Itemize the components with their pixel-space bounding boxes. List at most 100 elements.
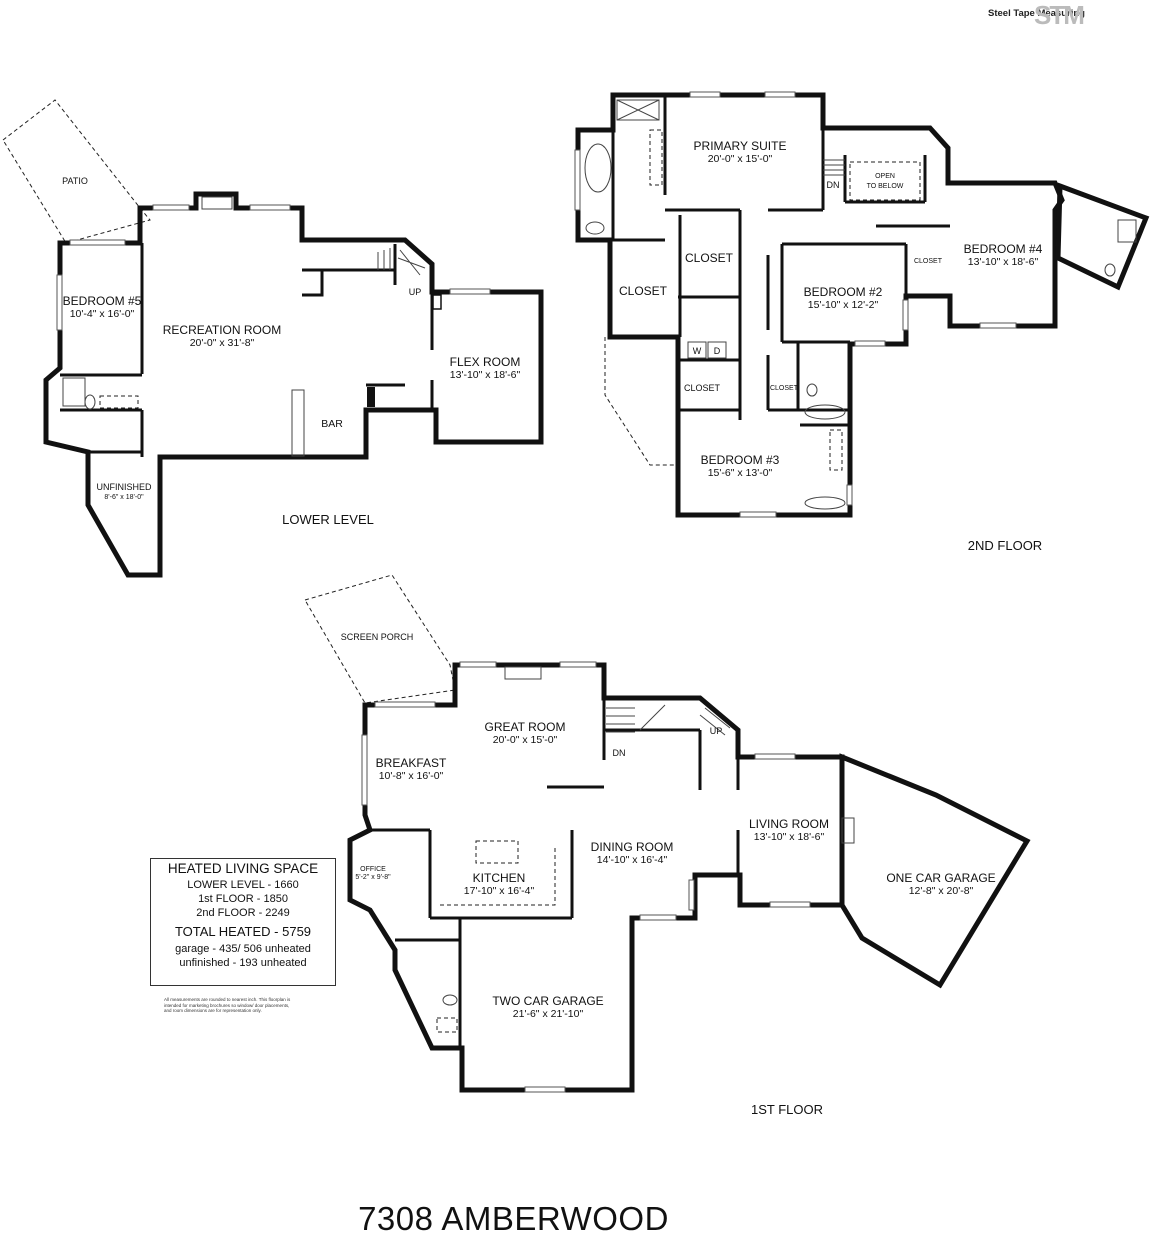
one-car-dim: 12'-8" x 20'-8": [909, 885, 974, 897]
one-car-name: ONE CAR GARAGE: [886, 871, 995, 885]
window: [152, 204, 190, 211]
window: [459, 661, 497, 668]
great-name: GREAT ROOM: [485, 720, 566, 734]
legend-disclaimer: All measurements are rounded to nearest …: [164, 997, 291, 1013]
powder-vanity: [436, 1017, 458, 1033]
second-floor-label: 2ND FLOOR: [968, 538, 1042, 553]
two-car-dim: 21'-6" x 21'-10": [513, 1008, 584, 1020]
bedroom4-name: BEDROOM #4: [964, 242, 1043, 256]
window: [854, 340, 886, 347]
window: [846, 484, 853, 506]
closet-small1: CLOSET: [684, 383, 721, 393]
open-below-2: TO BELOW: [867, 183, 904, 190]
window: [769, 901, 811, 908]
primary-toilet: [585, 221, 605, 235]
breakfast-dim: 10'-8" x 16'-0": [379, 770, 444, 782]
unfinished-dim: 8'-6" x 18'-0": [104, 494, 144, 501]
window: [574, 149, 581, 211]
legend-note: unfinished - 193 unheated: [179, 957, 307, 969]
second-interior-walls: [610, 95, 950, 427]
hall-tub: [804, 404, 846, 420]
lower-interior-walls: [60, 243, 434, 457]
dining-dim: 14'-10" x 16'-4": [597, 854, 668, 866]
powder-toilet: [442, 994, 458, 1006]
lower-stairs: [377, 248, 426, 276]
living-name: LIVING ROOM: [749, 817, 829, 831]
jack-tub: [804, 496, 846, 510]
window: [739, 511, 777, 518]
legend-title: HEATED LIVING SPACE: [167, 861, 319, 876]
window: [249, 204, 291, 211]
lower-fireplace: [201, 196, 233, 210]
bedroom3-name: BEDROOM #3: [701, 453, 780, 467]
office-name: OFFICE: [360, 866, 386, 873]
bedroom5-name: BEDROOM #5: [63, 294, 142, 308]
window: [979, 322, 1017, 329]
window: [689, 91, 721, 98]
bedroom4-bath-walls: [1055, 182, 1150, 291]
first-floor-label: 1ST FLOOR: [751, 1102, 823, 1117]
legend-note: garage - 435/ 506 unheated: [175, 943, 311, 955]
logo-text: Steel Tape Measuring: [988, 8, 1085, 19]
first-floor-plan: SCREEN PORCH GREAT ROOM 20'-0" x 15'-0" …: [304, 574, 1031, 1117]
kitchen-counters: [440, 845, 556, 906]
lower-level-label: LOWER LEVEL: [282, 512, 374, 527]
closet-b4: CLOSET: [914, 258, 943, 265]
first-stairs: [606, 704, 731, 736]
lower-hatch: [432, 294, 442, 310]
bar-label: BAR: [321, 418, 343, 430]
washer-label: W: [693, 346, 702, 356]
bar-counter: [291, 389, 305, 457]
lower-vanity: [99, 395, 139, 409]
recreation-name: RECREATION ROOM: [163, 323, 281, 337]
second-dashed-outline: [604, 337, 676, 466]
two-car-name: TWO CAR GARAGE: [492, 994, 603, 1008]
unfinished-name: UNFINISHED: [96, 482, 152, 492]
open-below-1: OPEN: [875, 173, 895, 180]
hall-toilet: [806, 383, 818, 397]
bedroom2-dim: 15'-10" x 12'-2": [808, 299, 879, 311]
primary-shower: [616, 99, 660, 121]
dryer-box: [707, 341, 727, 359]
window: [754, 753, 796, 760]
window: [374, 701, 436, 708]
lower-level-plan: PATIO BEDROOM #5 10'-4" x 16'-0" RECREAT…: [2, 99, 544, 578]
second-floor-plan: PRIMARY SUITE 20'-0" x 15'-0" OPEN TO BE…: [574, 91, 1150, 553]
window: [449, 288, 491, 295]
window: [69, 239, 126, 246]
heated-space-legend: HEATED LIVING SPACE LOWER LEVEL - 1660 1…: [150, 858, 336, 986]
second-stairs: [823, 159, 845, 176]
lower-column: [367, 387, 375, 407]
second-dn-label: DN: [827, 180, 840, 190]
first-dn-label: DN: [613, 748, 626, 758]
closet-main: CLOSET: [685, 251, 734, 265]
first-floor-walls: [347, 662, 845, 1093]
kitchen-island: [475, 840, 519, 864]
lower-up-label: UP: [409, 287, 422, 297]
legend-line: LOWER LEVEL - 1660: [187, 879, 299, 891]
first-up-label: UP: [710, 726, 723, 736]
lower-shower: [62, 377, 86, 407]
second-floor-walls: [575, 92, 1065, 518]
window: [764, 91, 796, 98]
primary-name: PRIMARY SUITE: [694, 139, 787, 153]
screen-porch-label: SCREEN PORCH: [341, 632, 414, 642]
great-fireplace: [504, 666, 542, 680]
living-dim: 13'-10" x 18'-6": [754, 831, 825, 843]
lower-toilet: [84, 394, 96, 410]
hall-vanity: [829, 429, 843, 471]
closet-left: CLOSET: [619, 284, 668, 298]
primary-dim: 20'-0" x 15'-0": [708, 153, 773, 165]
window: [524, 1086, 566, 1093]
great-dim: 20'-0" x 15'-0": [493, 734, 558, 746]
patio-outline: [2, 99, 151, 244]
flex-name: FLEX ROOM: [450, 355, 521, 369]
dining-name: DINING ROOM: [591, 840, 674, 854]
open-to-below-outline: [849, 161, 921, 201]
b4-toilet: [1104, 263, 1116, 277]
window: [688, 879, 695, 911]
patio-label: PATIO: [62, 176, 88, 186]
dryer-label: D: [714, 346, 721, 356]
b4-shower: [1117, 219, 1137, 243]
